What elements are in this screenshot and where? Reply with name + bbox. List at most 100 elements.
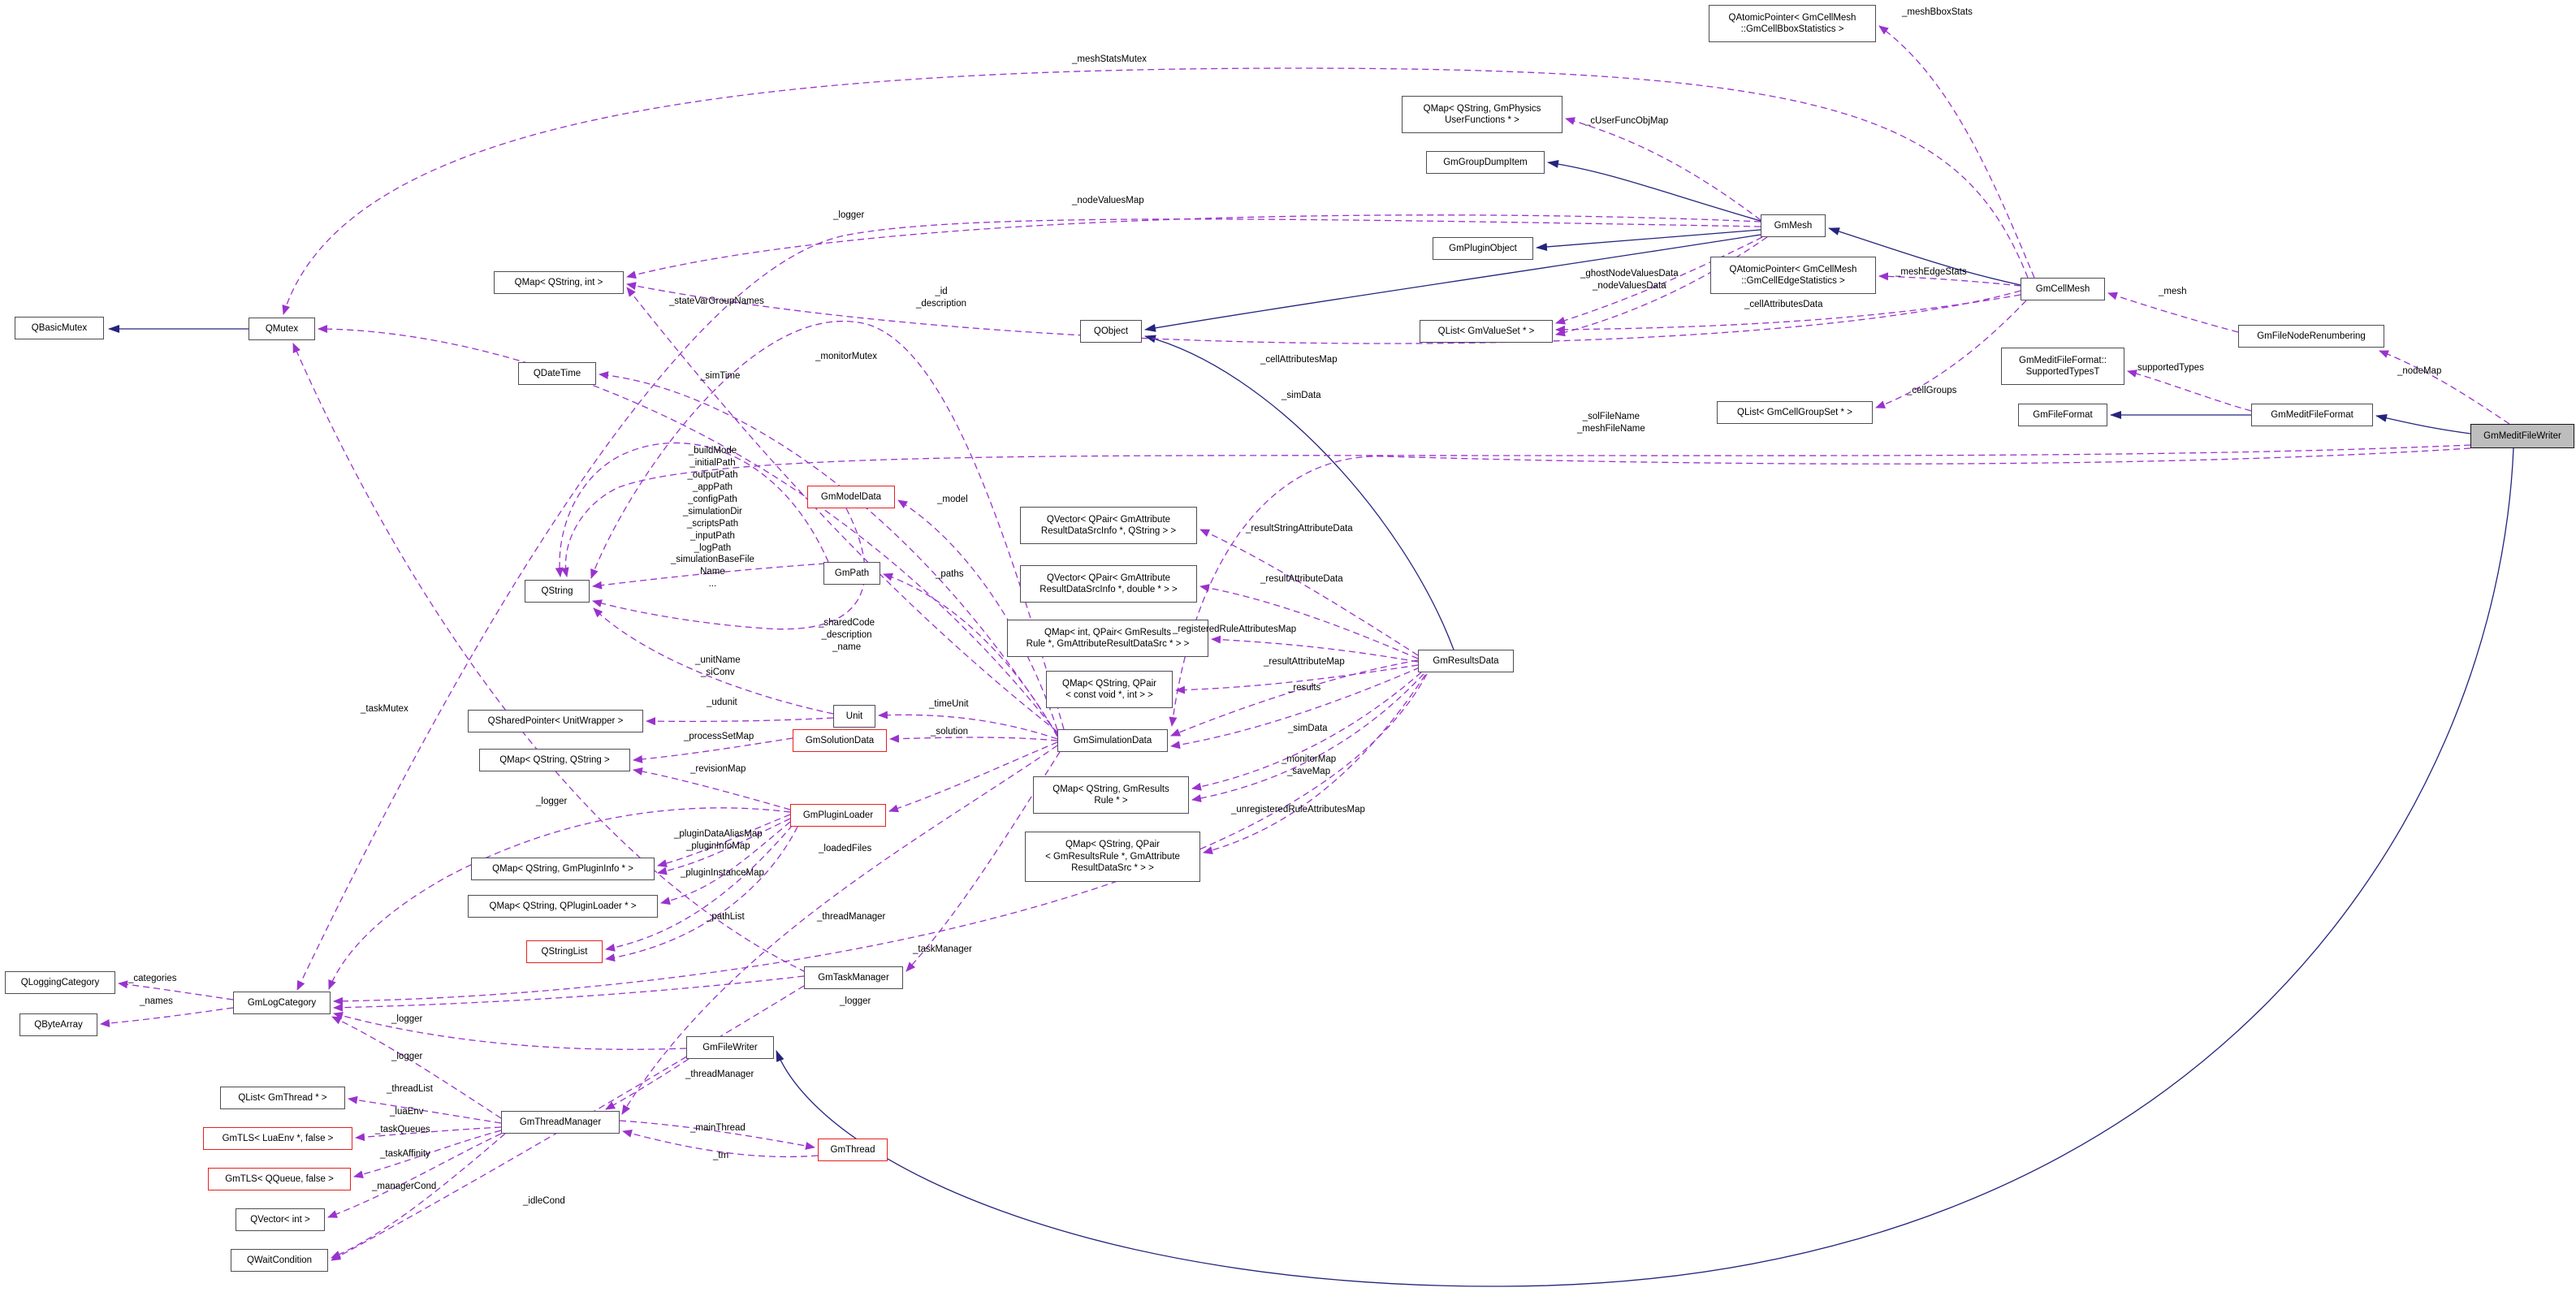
node-qatomic-edge[interactable]: QAtomicPointer< GmCellMesh ::GmCellEdgeS… bbox=[1710, 257, 1876, 294]
edge-gmmesh-to-gmpluginobject bbox=[1536, 229, 1761, 252]
edge-gmmesh-to-qlist-gmvalueset bbox=[1555, 236, 1763, 325]
node-qbytearray[interactable]: QByteArray bbox=[19, 1013, 97, 1036]
node-gmpath[interactable]: GmPath bbox=[823, 562, 880, 585]
node-gmmeditfileformat[interactable]: GmMeditFileFormat bbox=[2251, 404, 2373, 426]
edge-gmsimulationdata-to-gmpath bbox=[883, 573, 1058, 737]
node-gmcellmesh[interactable]: GmCellMesh bbox=[2021, 278, 2105, 300]
edge-gmfilewriter-to-gmthreadmanager bbox=[605, 1058, 689, 1110]
edge-unit-to-qsharedpointer-unitwrapper bbox=[646, 717, 834, 726]
node-gmfilewriter[interactable]: GmFileWriter bbox=[686, 1036, 774, 1059]
node-qwaitcondition[interactable]: QWaitCondition bbox=[231, 1249, 328, 1272]
node-qmap-qstring-qpair-rule[interactable]: QMap< QString, QPair < GmResultsRule *, … bbox=[1025, 832, 1200, 882]
node-gmtls-qqueue[interactable]: GmTLS< QQueue, false > bbox=[208, 1168, 351, 1190]
node-qstring[interactable]: QString bbox=[525, 580, 590, 603]
edge-gmresultsdata-to-qvector-qpair-qstring bbox=[1199, 529, 1419, 656]
node-qmap-qstring-qpair-void[interactable]: QMap< QString, QPair < const void *, int… bbox=[1046, 671, 1173, 708]
edge-gmmodeldata-to-qstring bbox=[592, 508, 866, 630]
edge-gmmeditfilewriter-to-gmsimulationdata bbox=[1169, 447, 2471, 727]
edge-gmthreadmanager-to-gmthread bbox=[619, 1120, 815, 1150]
node-qmap-int-qpair[interactable]: QMap< int, QPair< GmResults Rule *, GmAt… bbox=[1007, 620, 1208, 657]
node-supportedtypes[interactable]: GmMeditFileFormat:: SupportedTypesT bbox=[2001, 348, 2124, 385]
node-qstringlist[interactable]: QStringList bbox=[526, 940, 603, 963]
edge-gmthreadmanager-to-qvector-int bbox=[327, 1133, 502, 1218]
node-qlist-gmvalueset[interactable]: QList< GmValueSet * > bbox=[1420, 320, 1553, 343]
edge-gmthreadmanager-to-qlist-gmthread bbox=[348, 1095, 502, 1124]
edge-gmpath-to-qstring bbox=[592, 563, 826, 590]
edge-gmresultsdata-to-qmap-qstring-qpair-void bbox=[1175, 664, 1419, 694]
node-qmap-qstring-qpluginloader[interactable]: QMap< QString, QPluginLoader * > bbox=[468, 895, 658, 918]
edge-gmresultsdata-to-gmlogcategory bbox=[333, 673, 1428, 1005]
node-gmthreadmanager[interactable]: GmThreadManager bbox=[501, 1111, 620, 1134]
node-gmpluginloader[interactable]: GmPluginLoader bbox=[790, 804, 886, 827]
edge-gmresultsdata-to-qmap-qstring-qpair-rule bbox=[1203, 674, 1426, 854]
node-qsharedpointer-unitwrapper[interactable]: QSharedPointer< UnitWrapper > bbox=[468, 710, 643, 732]
node-qatomic-bbox[interactable]: QAtomicPointer< GmCellMesh ::GmCellBboxS… bbox=[1709, 5, 1876, 42]
edge-gmthread-to-gmthreadmanager bbox=[622, 1130, 819, 1158]
node-qmap-physics[interactable]: QMap< QString, GmPhysics UserFunctions *… bbox=[1402, 96, 1562, 133]
node-gmlogcategory[interactable]: GmLogCategory bbox=[233, 992, 331, 1014]
edge-gmpath-to-qstring bbox=[555, 442, 829, 577]
edge-gmthreadmanager-to-qwaitcondition bbox=[331, 1133, 506, 1259]
edge-gmsimulationdata-to-qstring bbox=[590, 320, 1065, 730]
edge-gmfilewriter-to-gmlogcategory bbox=[333, 1012, 687, 1050]
edge-gmmeditfilewriter-to-gmfilewriter bbox=[776, 447, 2514, 1287]
edge-gmmeditfileformat-to-supportedtypes bbox=[2127, 369, 2252, 412]
edge-gmcellmesh-to-qmutex bbox=[282, 67, 2029, 315]
node-gmresultsdata[interactable]: GmResultsData bbox=[1418, 650, 1514, 672]
edge-gmsimulationdata-to-gmsolutiondata bbox=[889, 734, 1058, 743]
node-gmmesh[interactable]: GmMesh bbox=[1761, 214, 1826, 237]
edge-gmmesh-to-gmgroupdumpitem bbox=[1547, 160, 1761, 222]
edge-gmlogcategory-to-qloggingcategory bbox=[118, 980, 234, 1000]
node-gmmeditfilewriter[interactable]: GmMeditFileWriter bbox=[2470, 424, 2574, 448]
node-gmfilenoderenumbering[interactable]: GmFileNodeRenumbering bbox=[2238, 325, 2384, 348]
edge-gmthreadmanager-to-gmtls-qqueue bbox=[353, 1130, 502, 1179]
edge-gmpluginloader-to-qstringlist bbox=[605, 824, 793, 952]
node-qlist-gmcellgroupset[interactable]: QList< GmCellGroupSet * > bbox=[1717, 401, 1873, 424]
edge-gmsimulationdata-to-qmap-qstring-int bbox=[626, 287, 1058, 732]
edge-gmmesh-to-qlist-gmvalueset bbox=[1555, 236, 1768, 337]
edge-gmsimulationdata-to-qmutex bbox=[318, 325, 1058, 734]
node-qvector-qpair-double[interactable]: QVector< QPair< GmAttribute ResultDataSr… bbox=[1020, 565, 1197, 603]
node-gmthread[interactable]: GmThread bbox=[818, 1139, 888, 1161]
node-qbasicmutex[interactable]: QBasicMutex bbox=[15, 317, 104, 339]
node-qvector-qpair-qstring[interactable]: QVector< QPair< GmAttribute ResultDataSr… bbox=[1020, 507, 1197, 544]
node-qlist-gmthread[interactable]: QList< GmThread * > bbox=[220, 1087, 345, 1109]
edge-gmmesh-to-qobject bbox=[1144, 234, 1761, 332]
edge-gmpluginloader-to-qmap-qstring-qpluginloader bbox=[660, 821, 791, 905]
node-gmsolutiondata[interactable]: GmSolutionData bbox=[793, 729, 887, 752]
edge-gmsolutiondata-to-qmap-qstring-qstring bbox=[633, 737, 793, 763]
edge-gmcellmesh-to-qatomic-edge bbox=[1878, 272, 2021, 287]
edge-gmsimulationdata-to-gmmodeldata bbox=[897, 499, 1058, 731]
node-gmgroupdumpitem[interactable]: GmGroupDumpItem bbox=[1426, 151, 1545, 174]
edge-gmcellmesh-to-qmap-qstring-int bbox=[626, 282, 2021, 344]
node-qobject[interactable]: QObject bbox=[1080, 320, 1142, 343]
node-gmtls-luaenv[interactable]: GmTLS< LuaEnv *, false > bbox=[203, 1127, 352, 1150]
edge-gmpluginloader-to-qstringlist bbox=[605, 826, 798, 962]
node-unit[interactable]: Unit bbox=[833, 705, 875, 728]
edge-gmcellmesh-to-qlist-gmcellgroupset bbox=[1875, 300, 2027, 408]
node-gmsimulationdata[interactable]: GmSimulationData bbox=[1057, 729, 1168, 752]
node-gmmodeldata[interactable]: GmModelData bbox=[807, 486, 895, 508]
edge-gmpluginloader-to-qmap-qstring-gmplugininfo bbox=[657, 814, 791, 867]
node-qmutex[interactable]: QMutex bbox=[249, 318, 315, 340]
edge-gmpluginloader-to-gmlogcategory bbox=[328, 807, 791, 990]
edge-gmcellmesh-to-gmmesh bbox=[1828, 227, 2021, 286]
node-qmap-qstring-gmresultsrule[interactable]: QMap< QString, GmResults Rule * > bbox=[1033, 776, 1189, 814]
node-qmap-qstring-int[interactable]: QMap< QString, int > bbox=[494, 271, 624, 294]
node-gmpluginobject[interactable]: GmPluginObject bbox=[1433, 237, 1533, 260]
node-gmfileformat[interactable]: GmFileFormat bbox=[2018, 404, 2107, 426]
edge-gmresultsdata-to-qobject bbox=[1144, 335, 1454, 650]
node-qloggingcategory[interactable]: QLoggingCategory bbox=[5, 971, 115, 994]
edge-gmresultsdata-to-gmsimulationdata bbox=[1170, 667, 1420, 750]
edge-gmlogcategory-to-qbytearray bbox=[100, 1007, 234, 1028]
node-qdatetime[interactable]: QDateTime bbox=[518, 362, 596, 385]
node-gmtaskmanager[interactable]: GmTaskManager bbox=[804, 966, 903, 989]
node-qmap-qstring-qstring[interactable]: QMap< QString, QString > bbox=[479, 749, 630, 771]
edge-unit-to-qstring bbox=[593, 607, 834, 715]
node-qmap-qstring-gmplugininfo[interactable]: QMap< QString, GmPluginInfo * > bbox=[471, 858, 655, 880]
edge-gmresultsdata-to-qmap-qstring-gmresultsrule bbox=[1191, 672, 1422, 791]
node-qvector-int[interactable]: QVector< int > bbox=[236, 1208, 325, 1231]
edge-gmthreadmanager-to-gmlogcategory bbox=[331, 1016, 502, 1119]
